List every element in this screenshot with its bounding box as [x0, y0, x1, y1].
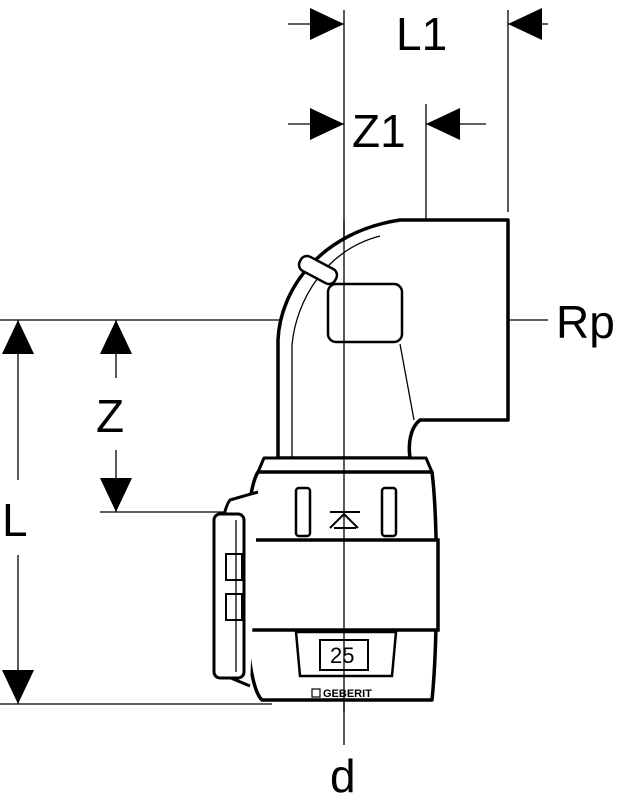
threaded-socket — [326, 282, 404, 344]
label-l: L — [2, 494, 28, 546]
l1-right-arrow-icon — [508, 8, 542, 40]
label-l1: L1 — [396, 8, 447, 60]
brand-checkbox — [311, 688, 321, 698]
upper-window-right — [380, 486, 398, 538]
clamp-band — [244, 538, 440, 632]
clip-tab-lower — [225, 593, 243, 621]
size-label: 25 — [330, 643, 354, 668]
z-top-arrow-icon — [100, 320, 132, 354]
label-z: Z — [96, 390, 124, 442]
elbow-inner-curve — [291, 235, 381, 458]
elbow-outlet-taper — [399, 343, 415, 421]
l1-left-arrow-icon — [310, 8, 344, 40]
z1-left-arrow-icon — [310, 108, 344, 140]
upper-window-left — [294, 486, 312, 538]
label-z1: Z1 — [352, 105, 406, 157]
l-top-arrow-icon — [2, 320, 34, 354]
label-d: d — [330, 750, 356, 800]
z-bottom-arrow-icon — [100, 478, 132, 512]
collar-ring — [256, 456, 434, 474]
elbow-lug — [297, 254, 339, 286]
clip-tab-upper — [225, 553, 243, 581]
brand-label: GEBERIT — [323, 688, 372, 700]
label-rp: Rp — [556, 296, 615, 348]
z1-right-arrow-icon — [426, 108, 460, 140]
l-bottom-arrow-icon — [2, 670, 34, 704]
